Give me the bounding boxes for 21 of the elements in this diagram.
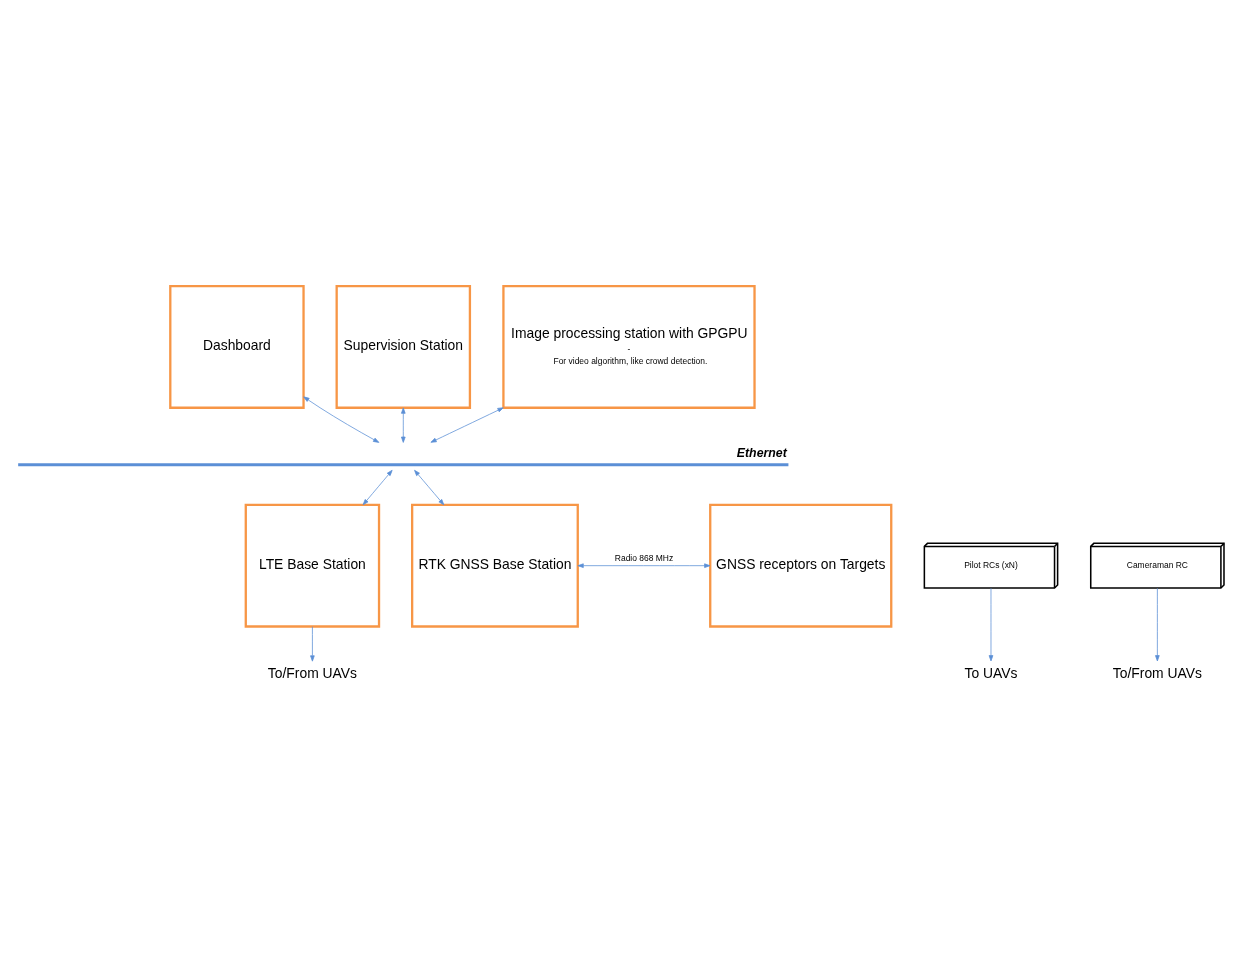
arrow [310, 625, 315, 662]
node-box: Image processing station with GPGPU - For video algorithm, like crowd detection. [502, 284, 756, 409]
arrow [401, 407, 406, 443]
node-box: Dashboard [169, 284, 305, 409]
node-text: To/From UAVs [267, 664, 357, 681]
arrow [362, 469, 393, 505]
node-box: RTK GNSS Base Station [411, 503, 579, 628]
arrow [577, 562, 711, 568]
arrow [988, 587, 994, 661]
node-label: Ethernet [736, 445, 787, 460]
node-box [18, 462, 789, 466]
node-box: Supervision Station [335, 284, 472, 409]
node-text: To UAVs [964, 664, 1018, 681]
node-box: LTE Base Station [244, 503, 381, 628]
node-box: GNSS receptors on Targets [709, 503, 893, 628]
arrow [303, 395, 380, 443]
edge-label: Radio 868 MHz [614, 552, 674, 563]
arrow [414, 469, 445, 505]
arrow [430, 406, 504, 443]
node-text: To/From UAVs [1112, 664, 1202, 681]
arrow [1155, 587, 1160, 661]
